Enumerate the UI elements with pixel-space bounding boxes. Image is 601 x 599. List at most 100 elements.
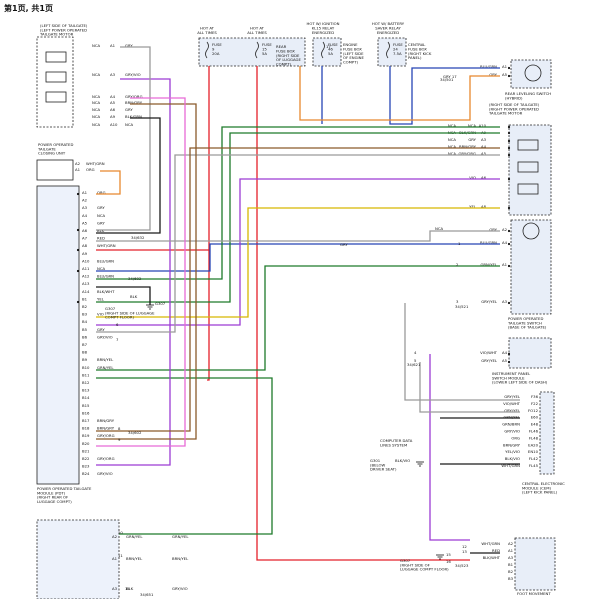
pin-label: NCA — [448, 144, 456, 149]
wire-color-label: RED — [97, 236, 105, 241]
pin-label: NCA — [92, 94, 100, 99]
pin-label: NCA — [448, 151, 456, 156]
closing-unit-label: TAILGATE — [37, 146, 56, 151]
fuse-label: FUSE — [212, 42, 222, 47]
pin-number: B1 — [82, 296, 88, 301]
cem-label: (LEFT KICK PANEL) — [522, 490, 558, 495]
instrument-switch-label: SWITCH MODULE — [492, 375, 525, 380]
left-motor-label: (LEFT SIDE OF TAILGATE) — [40, 23, 88, 28]
ptg-module-label: (RIGHT REAR OF — [37, 495, 68, 500]
ground-location-label: G307 — [105, 306, 116, 311]
green-wire — [96, 377, 273, 535]
pin-number: A4 — [481, 144, 487, 149]
wire-color-label: GRN/YEL — [503, 415, 520, 420]
fuse-box-label: (RIGHT SIDE — [276, 53, 300, 58]
pin-number: A5 — [110, 100, 116, 105]
fuse-label: 7.5A — [393, 51, 402, 56]
pin-number: B6 — [82, 334, 88, 339]
wire-color-label: GRY — [340, 242, 348, 247]
pin-number: A1 — [82, 190, 88, 195]
connector-number: 3 — [456, 299, 459, 304]
pin-dot-icon — [76, 228, 80, 232]
wire-color-label: RED — [492, 548, 500, 553]
wire-color-label: BLU/GRN — [97, 274, 114, 279]
pin-number: A13 — [82, 281, 90, 286]
pin-number: F22 — [531, 401, 539, 406]
wire-color-label: GRY — [97, 205, 105, 210]
pink-wire — [96, 97, 186, 447]
fuse-box-label: FUSE BOX — [343, 46, 362, 51]
ground-label: G307 — [155, 301, 166, 306]
pin-number: B3 — [82, 312, 88, 317]
blue-wire — [96, 243, 500, 272]
fuse-caption: HOT W/ IGNITION — [307, 21, 340, 26]
connector-number: 16 — [446, 559, 451, 564]
left-motor-label: (LEFT POWER OPERATED — [40, 27, 87, 32]
wire-color-label: BRN/YEL — [126, 556, 143, 561]
orange-wire — [299, 66, 500, 121]
connector-number: 12 — [462, 544, 467, 549]
pin-number: B19 — [82, 433, 90, 438]
pin-dot-icon — [507, 131, 511, 135]
pin-number: A8 — [481, 204, 487, 209]
pin-number: A6 — [481, 175, 487, 180]
gray-wire — [96, 46, 151, 231]
wire-color-label: GRY/YEL — [504, 408, 521, 413]
ptg-module-label: MODULE (PDT) — [37, 490, 66, 495]
wire-color-label: BLK/VIO — [505, 456, 520, 461]
violet-wire — [96, 178, 500, 326]
connector-number: 17 — [326, 44, 331, 49]
ground-location-label: G301 — [370, 458, 381, 463]
pin-number: B20 — [82, 441, 90, 446]
fuse-label: 20A — [212, 51, 220, 56]
fuse-label: 5A — [328, 51, 333, 56]
motor-winding — [45, 51, 67, 63]
bottom-switch-box — [36, 519, 120, 599]
fuse-label: 15 — [262, 46, 267, 51]
fuse-label: 9 — [212, 46, 215, 51]
wire-color-label: GRY — [468, 137, 476, 142]
fuse-caption: HOT AT — [200, 26, 215, 31]
pin-number: B16 — [82, 410, 90, 415]
pin-number: A1 — [508, 548, 514, 553]
pin-number: A5 — [481, 151, 487, 156]
pin-number: A4 — [110, 94, 116, 99]
motor-winding — [517, 183, 539, 195]
wire-color-label: BLK/VIO — [395, 458, 410, 463]
fuse-label: 5A — [262, 51, 267, 56]
ground-location-label: (RIGHT SIDE OF LUGGAGE — [105, 310, 155, 315]
pin-number: A1 — [110, 43, 116, 48]
pin-number: A5 — [502, 72, 508, 77]
ptg-module-label: POWER OPERATED TAILGATE — [37, 486, 92, 491]
pin-dot-icon — [507, 264, 511, 268]
wire-color-label: GRY/ORG — [125, 94, 143, 99]
green-wire — [96, 132, 500, 303]
wire-color-label: BLK/WHT — [97, 289, 115, 294]
pin-label: NCA — [435, 226, 443, 231]
fuse-box-label: COMPT) — [276, 62, 292, 67]
pin-number: A1 — [75, 167, 81, 172]
pin-number: B24 — [82, 471, 90, 476]
connector-number: 11 — [118, 553, 123, 558]
page-title: 第1页, 共1页 — [4, 3, 53, 13]
pin-number: FO12 — [528, 408, 539, 413]
pin-number: A6 — [110, 107, 116, 112]
pin-number: FL45 — [529, 463, 539, 468]
wire-color-label: YEL/VIO — [505, 449, 520, 454]
fuse-box-label: ENGINE — [343, 42, 358, 47]
wire-color-label: BLK — [130, 294, 138, 299]
pin-dot-icon — [507, 360, 511, 364]
gray-wire — [96, 154, 500, 333]
leveling-switch-label: (HYBRID) — [505, 95, 523, 100]
connector-number: 15 — [446, 552, 451, 557]
rear-fuse-box — [198, 37, 306, 67]
pin-number: B9 — [82, 357, 88, 362]
pin-number: A3 — [112, 586, 118, 591]
black-wire — [96, 286, 151, 305]
pin-number: A5 — [82, 220, 88, 225]
right-motor-box — [508, 124, 552, 216]
pin-dot-icon — [507, 229, 511, 233]
connector-id: 34/651 — [140, 592, 154, 597]
instrument-switch-box — [508, 337, 552, 369]
pin-number: A9 — [110, 114, 116, 119]
